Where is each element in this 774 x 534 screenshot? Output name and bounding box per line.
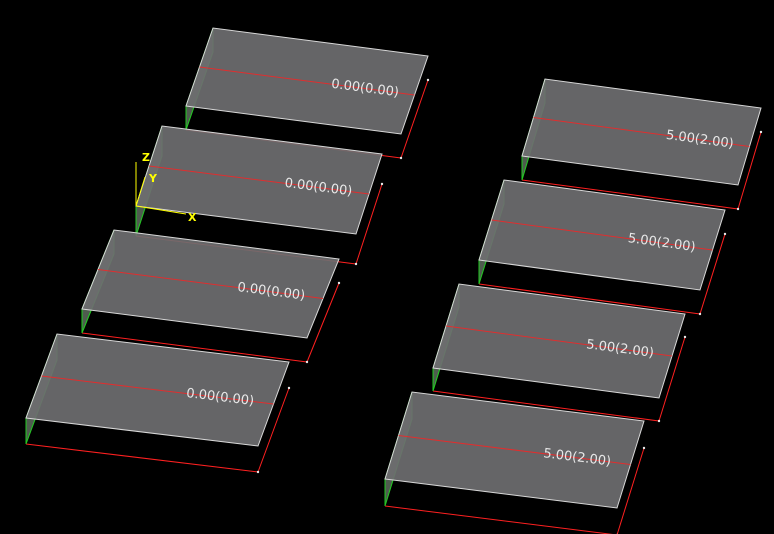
plate-baseline-side [658, 336, 686, 422]
plate-centerline [533, 117, 750, 147]
plate-node [723, 232, 727, 236]
plate-node [426, 78, 430, 82]
plate-node [698, 312, 702, 316]
plate-baseline-side [355, 183, 383, 265]
plate-centerline [97, 269, 324, 299]
plate-node [287, 386, 291, 390]
plate-baseline-side [737, 131, 762, 210]
plate-baseline-front [478, 283, 701, 315]
plate: 5.00(2.00) [521, 78, 763, 211]
plate: 0.00(0.00) [185, 27, 430, 160]
plate: 5.00(2.00) [478, 179, 727, 316]
plate-node [380, 182, 384, 186]
x-axis-label: X [188, 211, 197, 224]
plate-baseline-front [521, 179, 739, 210]
plate-node [642, 446, 646, 450]
plate-baseline-front [384, 505, 614, 534]
plate-centerline [199, 66, 415, 96]
x-axis-line [135, 205, 187, 215]
y-axis-label: Y [148, 172, 158, 185]
plates-layer: 0.00(0.00)0.00(0.00)0.00(0.00)0.00(0.00)… [25, 27, 763, 534]
plate-baseline-side [400, 79, 429, 159]
plate-centerline [398, 435, 631, 465]
y-axis-line [135, 176, 146, 207]
plate-node [399, 156, 403, 160]
plate-baseline-side [306, 282, 340, 363]
plate-baseline-front [25, 443, 259, 473]
plate-node [736, 207, 740, 211]
plate: 0.00(0.00) [81, 229, 341, 364]
plate-node [256, 470, 260, 474]
plate: 0.00(0.00) [25, 333, 291, 474]
axis-triad: X Y Z [135, 151, 197, 224]
plate-baseline-front [432, 390, 660, 422]
plate-baseline-side [257, 387, 290, 473]
plate-node [305, 360, 309, 364]
plate-centerline [491, 219, 713, 251]
plate: 5.00(2.00) [384, 391, 646, 534]
plate-baseline-side [616, 447, 645, 534]
plate-node [337, 281, 341, 285]
plate-node [683, 335, 687, 339]
plate-centerline [148, 165, 370, 195]
plate-node [354, 262, 358, 266]
plate-node [759, 130, 763, 134]
plate: 5.00(2.00) [432, 283, 687, 423]
z-axis-label: Z [142, 151, 150, 164]
plate-baseline-side [699, 233, 726, 315]
plate-centerline [41, 375, 274, 405]
plate-centerline [445, 325, 673, 357]
plate-baseline-front [81, 332, 308, 363]
plate-node [657, 419, 661, 423]
